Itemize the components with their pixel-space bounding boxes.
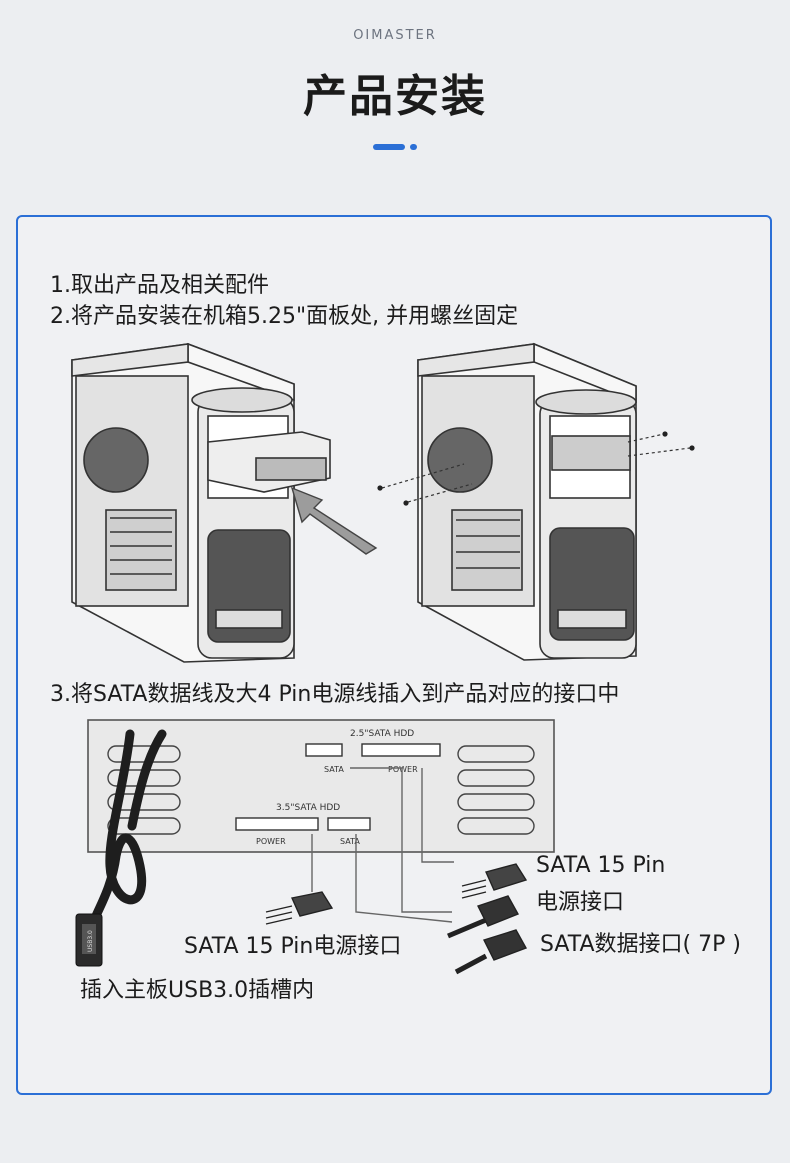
title-accent-bar <box>373 144 405 150</box>
top-sata-connectors <box>305 743 441 757</box>
bottom-sata-label: SATA <box>340 837 360 846</box>
sata-data-callout: SATA数据接口( 7P ) <box>540 932 741 957</box>
brand-name: OIMASTER <box>353 28 437 43</box>
bottom-power-label: POWER <box>256 837 286 846</box>
page-title: 产品安装 <box>303 71 487 122</box>
power-callout-right-line2: 电源接口 <box>536 890 625 915</box>
usb3-cable <box>91 729 167 921</box>
sata-connection-diagram: 2.5"SATA HDD SATA POWER 3.5"SATA HDD POW… <box>75 719 555 975</box>
bottom-sata-connectors <box>235 817 371 831</box>
top-power-label: POWER <box>388 765 418 774</box>
step-1-text: 1.取出产品及相关配件 <box>50 273 269 298</box>
bottom-hdd-label: 3.5"SATA HDD <box>276 803 340 813</box>
insert-arrow <box>290 486 378 555</box>
title-accent-dot <box>410 144 417 150</box>
pc-case-fixed-illustration <box>377 342 695 661</box>
top-hdd-label: 2.5"SATA HDD <box>350 729 414 739</box>
pc-case-insert-illustration <box>71 342 378 663</box>
step-3-text: 3.将SATA数据线及大4 Pin电源线插入到产品对应的接口中 <box>50 682 620 707</box>
sata-power-plug-right <box>461 863 528 899</box>
sata-data-plug-1 <box>447 895 519 939</box>
sata-data-plug-2 <box>454 929 528 975</box>
sata-power-plug-bottom <box>265 891 334 925</box>
usb-callout: 插入主板USB3.0插槽内 <box>80 978 315 1003</box>
usb-plug-text: USB3.0 <box>87 930 94 952</box>
power-callout-bottom: SATA 15 Pin电源接口 <box>184 934 402 959</box>
top-sata-label: SATA <box>324 765 344 774</box>
power-callout-right-line1: SATA 15 Pin <box>536 853 666 878</box>
step-2-text: 2.将产品安装在机箱5.25"面板处, 并用螺丝固定 <box>50 304 519 329</box>
